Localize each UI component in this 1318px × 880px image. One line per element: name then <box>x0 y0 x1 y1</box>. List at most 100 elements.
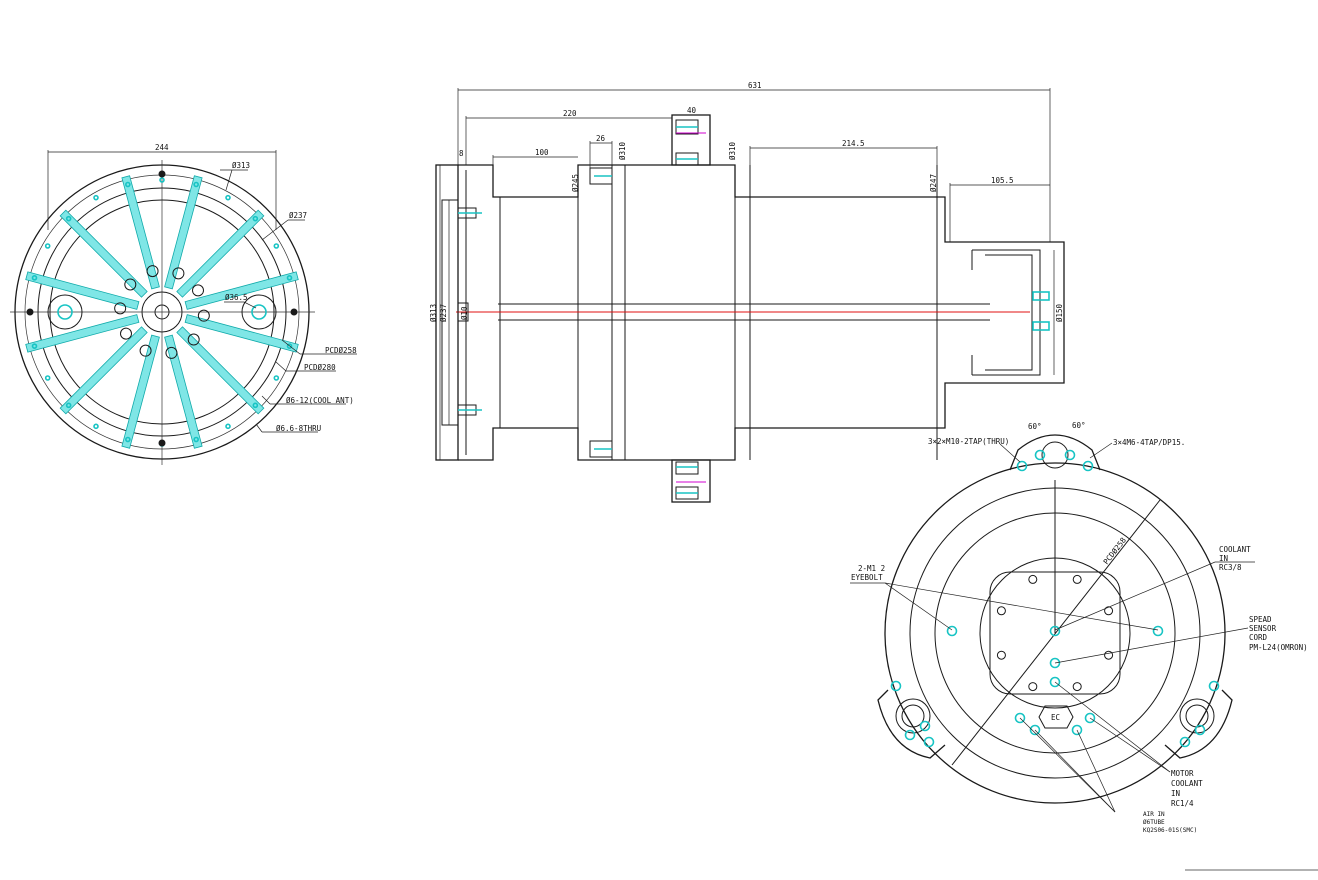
rear-plate-bolt <box>996 650 1006 660</box>
rear-fitting <box>890 680 902 692</box>
rear-fitting <box>1194 724 1206 736</box>
rear-view: EC 60° 60° 3×2×M10-2TAP(THRU) 3×4M6-4TAP… <box>850 421 1318 871</box>
speed-leader <box>1054 627 1249 664</box>
flange-hole <box>193 181 199 188</box>
rear-fitting <box>1084 712 1096 724</box>
flange-hole <box>252 215 259 222</box>
inner-bolt-hole <box>172 267 185 280</box>
right-boss-hole <box>251 304 267 320</box>
rear-plate-bolt <box>1028 682 1038 692</box>
rear-fitting <box>1179 736 1191 748</box>
pcd-280-label: PCDØ280 <box>304 363 336 372</box>
eyebolt-line1: 2-M1 2 <box>858 564 885 573</box>
rear-fitting <box>1071 724 1083 736</box>
motor-line1: MOTOR <box>1171 769 1194 778</box>
flange-hole <box>159 177 165 183</box>
left-boss-hole <box>57 304 73 320</box>
shaft-nose <box>457 302 469 322</box>
tap-right-label: 3×4M6-4TAP/DP15. <box>1113 438 1185 447</box>
inner-bolt-hole <box>139 344 152 357</box>
right-boss <box>241 294 277 330</box>
dia-10-label: Ø10 <box>460 306 469 320</box>
dim-214-5-label: 214.5 <box>842 139 865 148</box>
rear-plate-bolt <box>1072 682 1082 692</box>
air-line1: AIR IN <box>1143 811 1165 818</box>
holes-thru-label: Ø6.6-8THRU <box>276 424 321 433</box>
dia-310-a-label: Ø310 <box>618 141 627 160</box>
top-lug <box>1009 434 1101 471</box>
flange-hole <box>44 243 51 249</box>
motor-leader-2 <box>1054 681 1171 773</box>
bottom-tap-mark <box>158 439 166 447</box>
air-leader-1 <box>1019 717 1116 813</box>
leader-313-tip <box>225 169 233 191</box>
dim-40-label: 40 <box>687 106 697 115</box>
rear-fitting <box>1029 724 1041 736</box>
dia-245-label: Ø245 <box>571 174 580 192</box>
left-lug-hole-inner <box>901 704 925 728</box>
rear-fitting <box>1034 449 1046 461</box>
air-line2: Ø6TUBE <box>1143 819 1165 826</box>
inner-bolt-hole <box>119 327 132 340</box>
rear-pcd-label: PCDØ258 <box>1101 535 1128 566</box>
flange-hole <box>252 402 259 409</box>
holes-cool-label: Ø6-12(COOL ANT) <box>286 396 354 405</box>
side-view: 631 220 40 100 26 8 214.5 105.5 Ø245 Ø31… <box>429 81 1065 503</box>
flange-hole <box>65 402 72 409</box>
rear-plate-bolt <box>1104 650 1114 660</box>
right-tap-mark <box>290 308 298 316</box>
housing-outline <box>458 164 1065 461</box>
inner-bolt-hole <box>197 309 210 322</box>
dia-310-b-label: Ø310 <box>728 141 737 160</box>
speed-line3: CORD <box>1249 633 1268 642</box>
rear-fitting <box>1208 680 1220 692</box>
cooling-spoke <box>25 314 140 353</box>
rear-pcd-diagonal <box>951 499 1161 766</box>
speed-line1: SPEAD <box>1249 615 1272 624</box>
rear-fitting <box>1064 449 1076 461</box>
inner-bolt-hole <box>192 284 205 297</box>
pcd-258-label: PCDØ258 <box>325 346 357 355</box>
tap-left-label: 3×2×M10-2TAP(THRU) <box>928 437 1009 446</box>
inner-bolt-hole <box>165 346 178 359</box>
dia-237-label: Ø237 <box>289 211 307 220</box>
inner-bolt-hole <box>124 278 137 291</box>
eyebolt-leader-left <box>850 582 953 631</box>
rear-cap-outer <box>972 249 1041 376</box>
step-bolt-bottom <box>589 440 613 458</box>
motor-line3: IN <box>1171 789 1180 798</box>
cooling-spoke <box>25 271 140 310</box>
rear-bolts <box>890 449 1220 748</box>
dim-8-label: 8 <box>459 149 464 158</box>
rear-fitting <box>1014 712 1026 724</box>
dia-313-label: Ø313 <box>232 161 250 170</box>
air-line3: KQ2S06-01S(SMC) <box>1143 827 1197 834</box>
leader-pcd258-tip <box>281 339 301 355</box>
motor-line4: RC1/4 <box>1171 799 1194 808</box>
leader-36-5-tip <box>243 301 257 309</box>
rear-fitting <box>919 720 931 732</box>
dim-100-label: 100 <box>535 148 549 157</box>
flange-hole <box>93 423 99 430</box>
tap-left-leader <box>999 443 1021 463</box>
flange-hole <box>273 375 280 381</box>
rear-fitting <box>946 625 958 637</box>
flange-hole <box>93 194 99 201</box>
dia-247-label: Ø247 <box>929 174 938 192</box>
dia-150-label: Ø150 <box>1055 303 1064 322</box>
step-bolt-top <box>589 167 613 185</box>
rear-plate-bolt <box>996 606 1006 616</box>
eyebolt-bottom <box>671 459 711 503</box>
eyebolt-top <box>671 114 711 166</box>
flange-hole <box>125 181 131 188</box>
flange-hole <box>31 275 38 281</box>
left-boss <box>47 294 83 330</box>
flange-hole <box>286 275 293 281</box>
rear-plate-bolt <box>1104 606 1114 616</box>
air-leader-2 <box>1034 729 1116 813</box>
rear-fitting-bottom <box>1032 321 1050 331</box>
coolant-leader <box>1054 561 1255 631</box>
dia-313-side-label: Ø313 <box>429 304 438 322</box>
angle-left-label: 60° <box>1028 422 1042 431</box>
rear-plate-bolt <box>1028 574 1038 584</box>
